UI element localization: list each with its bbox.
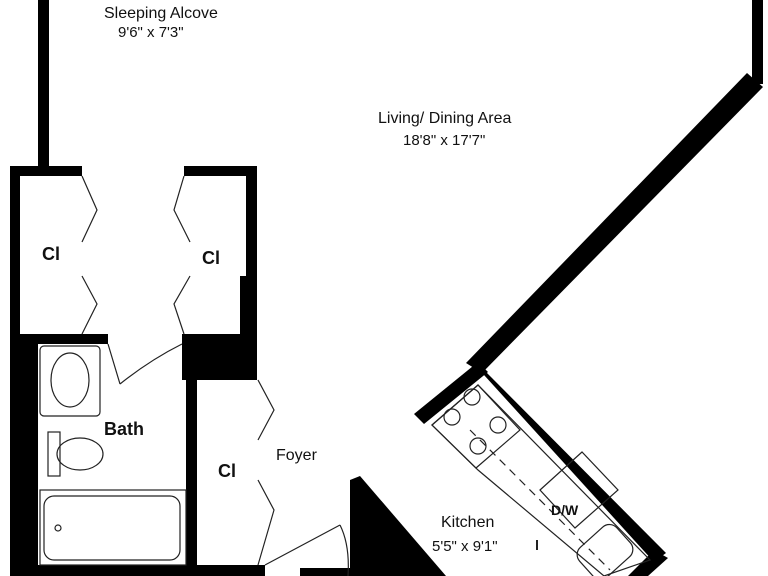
label-sleeping-alcove: Sleeping Alcove [104, 5, 218, 22]
wall-closet-top-left [10, 166, 82, 176]
door-bath [107, 343, 183, 385]
wall-bath-right [186, 344, 197, 576]
label-closet-right: Cl [202, 248, 220, 268]
counter-dash [469, 429, 611, 571]
door-closet-foyer-upper [257, 379, 275, 441]
tub-drain [54, 524, 62, 532]
vanity [39, 345, 101, 417]
door-closet-right-lower [173, 275, 191, 335]
wall-alcove-left [38, 0, 49, 170]
stove [431, 384, 521, 469]
label-dishwasher: D/W [551, 502, 579, 518]
door-entry [264, 524, 349, 576]
wall-closet-bottom-left [10, 334, 108, 344]
toilet-tank [47, 431, 61, 477]
label-living-dining: Living/ Dining Area [378, 110, 512, 127]
dishwasher [539, 451, 619, 529]
wall-foyer-wedge [350, 476, 446, 576]
bathtub-inner [43, 495, 181, 561]
wall-bath-left [10, 344, 38, 576]
toilet-bowl [56, 437, 104, 471]
wall-outer-right-diagonal [466, 73, 763, 373]
door-closet-left-upper [81, 175, 98, 243]
burner [443, 408, 461, 426]
dims-living-dining: 18'8" x 17'7" [403, 132, 486, 149]
burner [489, 416, 507, 434]
wall-closet-top-right [184, 166, 257, 176]
burner [463, 388, 481, 406]
wall-closet-bottom-right [182, 334, 257, 344]
doors [81, 175, 349, 576]
wall-closet-right [246, 166, 257, 376]
wall-kitchen-end [628, 550, 668, 576]
wall-bottom [10, 565, 265, 576]
wall-bottom-foyer [300, 568, 350, 576]
sink [50, 352, 90, 408]
door-closet-foyer-lower [257, 479, 275, 566]
dims-sleeping-alcove: 9'6" x 7'3" [118, 24, 184, 41]
wall-kitchen-top [414, 362, 488, 424]
door-closet-right-upper [173, 175, 191, 243]
burner [469, 437, 487, 455]
dims-kitchen: 5'5" x 9'1" [432, 538, 498, 555]
label-closet-left: Cl [42, 244, 60, 264]
kitchen-sink [576, 523, 634, 576]
label-foyer: Foyer [276, 447, 317, 464]
label-bath: Bath [104, 419, 144, 439]
fixtures [39, 345, 652, 576]
wall-closet-right-inner [240, 276, 248, 338]
wall-outer-right [752, 0, 763, 84]
label-kitchen: Kitchen [441, 514, 495, 531]
door-closet-left-lower [81, 275, 98, 335]
label-closet-foyer: Cl [218, 461, 236, 481]
bathtub [39, 489, 187, 566]
